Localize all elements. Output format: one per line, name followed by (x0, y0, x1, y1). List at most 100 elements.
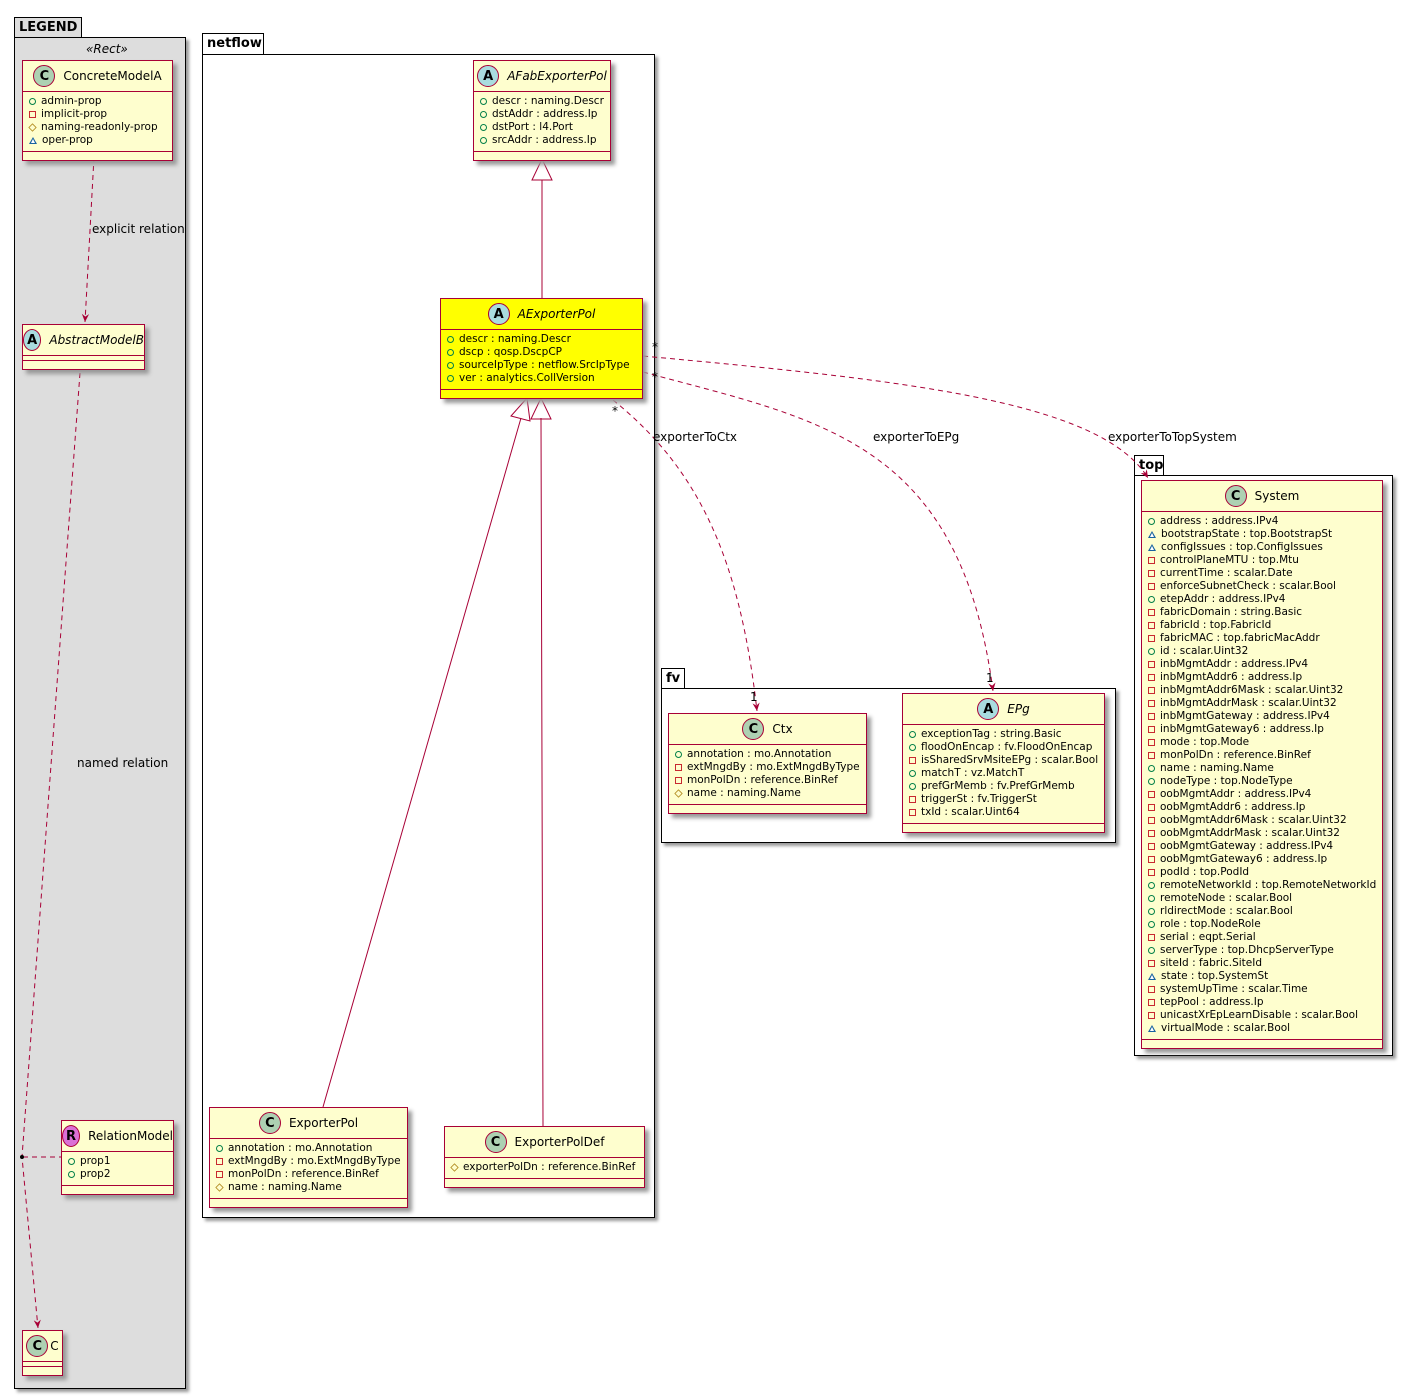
attribute-row: prop1 (68, 1155, 167, 1168)
attribute-row: exporterPolDn : reference.BinRef (450, 1161, 638, 1174)
public-visibility-icon (216, 1145, 223, 1152)
attribute-text: matchT : vz.MatchT (921, 767, 1025, 779)
class-name: EPg (1007, 702, 1030, 716)
attribute-row: configIssues : top.ConfigIssues (1148, 541, 1376, 554)
private-visibility-icon (1148, 856, 1155, 863)
edge-exporter-to-epg (642, 371, 996, 692)
package-visibility-icon (1148, 973, 1156, 980)
attribute-text: etepAddr : address.IPv4 (1160, 593, 1286, 605)
method-compartment (474, 152, 610, 160)
public-visibility-icon (909, 744, 916, 751)
attribute-text: inbMgmtGateway : address.IPv4 (1160, 710, 1330, 722)
attribute-text: remoteNode : scalar.Bool (1160, 892, 1293, 904)
attribute-list (23, 356, 144, 361)
attribute-row: isSharedSrvMsiteEPg : scalar.Bool (909, 754, 1098, 767)
attribute-text: serverType : top.DhcpServerType (1160, 944, 1334, 956)
attribute-text: implicit-prop (41, 108, 108, 120)
attribute-row: oper-prop (29, 134, 166, 147)
public-visibility-icon (29, 98, 36, 105)
private-visibility-icon (1148, 583, 1155, 590)
attribute-row: oobMgmtAddr6Mask : scalar.Uint32 (1148, 814, 1376, 827)
attribute-text: isSharedSrvMsiteEPg : scalar.Bool (921, 754, 1099, 766)
attribute-row: prefGrMemb : fv.PrefGrMemb (909, 780, 1098, 793)
attribute-text: nodeType : top.NodeType (1160, 775, 1293, 787)
attribute-row: mode : top.Mode (1148, 736, 1376, 749)
private-visibility-icon (1148, 557, 1155, 564)
attribute-text: systemUpTime : scalar.Time (1160, 983, 1308, 995)
attribute-row: txId : scalar.Uint64 (909, 806, 1098, 819)
private-visibility-icon (909, 796, 916, 803)
attribute-row: dstAddr : address.Ip (480, 108, 604, 121)
attribute-text: exporterPolDn : reference.BinRef (463, 1161, 636, 1173)
private-visibility-icon (1148, 869, 1155, 876)
attribute-row: inbMgmtAddr6Mask : scalar.Uint32 (1148, 684, 1376, 697)
attribute-row: id : scalar.Uint32 (1148, 645, 1376, 658)
public-visibility-icon (1148, 921, 1155, 928)
private-visibility-icon (1148, 752, 1155, 759)
attribute-text: dstAddr : address.Ip (492, 108, 598, 120)
attribute-text: monPolDn : reference.BinRef (687, 774, 838, 786)
attribute-row: podId : top.PodId (1148, 866, 1376, 879)
legend-stereotype: «Rect» (86, 42, 128, 56)
attribute-text: oper-prop (42, 134, 93, 146)
private-visibility-icon (1148, 635, 1155, 642)
attribute-text: controlPlaneMTU : top.Mtu (1160, 554, 1299, 566)
mult-ctx-from: * (612, 404, 618, 418)
attribute-text: name : naming.Name (1160, 762, 1274, 774)
public-visibility-icon (1148, 648, 1155, 655)
method-compartment (441, 390, 642, 398)
package-top (1134, 475, 1393, 1056)
public-visibility-icon (1148, 596, 1155, 603)
attribute-text: role : top.NodeRole (1160, 918, 1261, 930)
private-visibility-icon (1148, 739, 1155, 746)
attribute-row: virtualMode : scalar.Bool (1148, 1022, 1376, 1035)
attribute-text: inbMgmtAddr : address.IPv4 (1160, 658, 1309, 670)
public-visibility-icon (1148, 947, 1155, 954)
private-visibility-icon (1148, 960, 1155, 967)
public-visibility-icon (447, 336, 454, 343)
label-exporter-to-top-system: exporterToTopSystem (1108, 430, 1237, 444)
attribute-row: monPolDn : reference.BinRef (216, 1168, 401, 1181)
private-visibility-icon (909, 757, 916, 764)
private-visibility-icon (1148, 843, 1155, 850)
attribute-row: annotation : mo.Annotation (675, 748, 860, 761)
edge-exporter-to-ctx (612, 399, 760, 712)
attribute-list (23, 1362, 62, 1367)
attribute-row: name : naming.Name (1148, 762, 1376, 775)
protected-visibility-icon (215, 1183, 224, 1192)
public-visibility-icon (480, 124, 487, 131)
class-name: ExporterPol (288, 1116, 359, 1130)
class-name: AbstractModelB (49, 333, 144, 347)
attribute-row: monPolDn : reference.BinRef (675, 774, 860, 787)
mult-top-from: * (652, 340, 658, 354)
mult-epg-to: 1 (986, 671, 994, 685)
public-visibility-icon (1148, 895, 1155, 902)
edge-exporter-to-top (642, 355, 1149, 479)
attribute-text: oobMgmtAddr6Mask : scalar.Uint32 (1160, 814, 1347, 826)
attribute-row: admin-prop (29, 95, 166, 108)
package-name: netflow (207, 36, 262, 51)
attribute-text: admin-prop (41, 95, 102, 107)
public-visibility-icon (909, 783, 916, 790)
attribute-row: enforceSubnetCheck : scalar.Bool (1148, 580, 1376, 593)
attribute-text: id : scalar.Uint32 (1160, 645, 1249, 657)
private-visibility-icon (1148, 791, 1155, 798)
